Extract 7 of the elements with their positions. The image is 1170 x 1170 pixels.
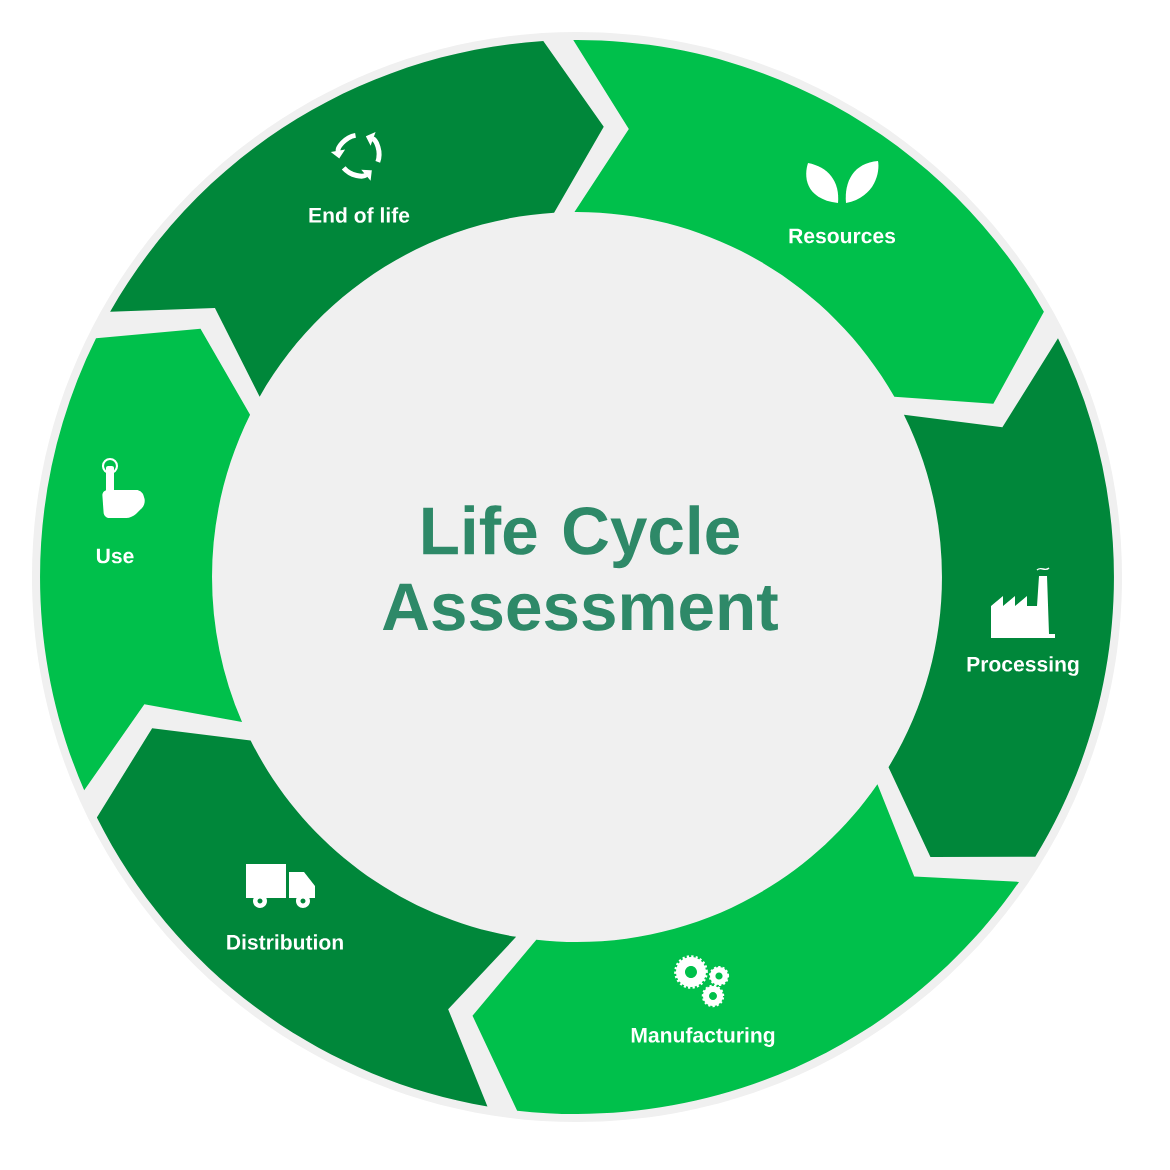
arrow-segment: Distribution (96, 728, 517, 1107)
arrow-segment: Use (40, 328, 251, 791)
title: Life Cycle Assessment (382, 505, 778, 631)
arrow-segment: Manufacturing (472, 784, 1019, 1114)
arrow-segment: Resources (573, 40, 1044, 404)
arrow-segment: End of life (110, 41, 604, 397)
arrow-segment: Processing (888, 338, 1114, 858)
